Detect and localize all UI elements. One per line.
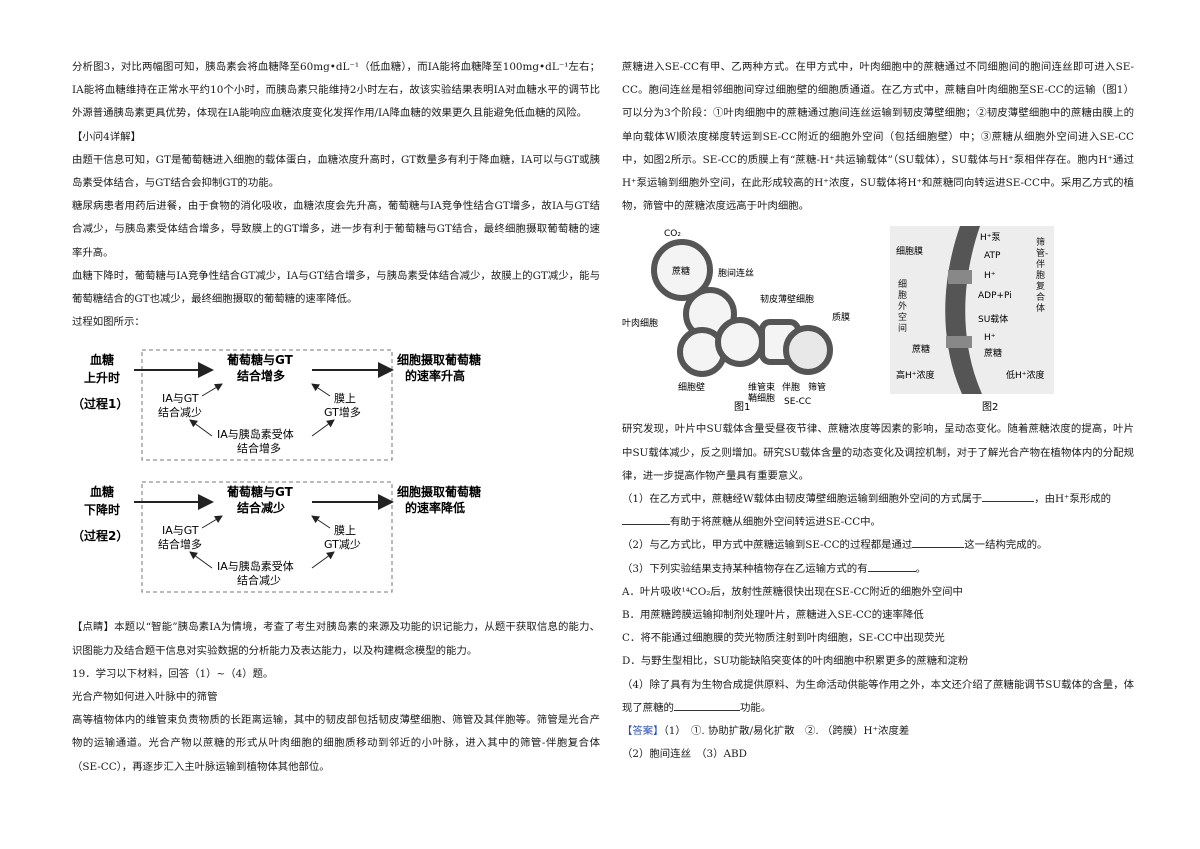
paragraph: 研究发现，叶片中SU载体含量受昼夜节律、蔗糖浓度等因素的影响，呈动态变化。随着蔗… [622,423,1134,482]
figures: CO₂ 蔗糖 胞间连丝 韧皮薄壁细胞 质膜 叶肉细胞 细胞壁 维管束 鞘细胞 伴… [622,224,1134,412]
process-svg: 血糖 上升时 （过程1） 葡萄糖与GT 结合增多 细胞摄取葡萄糖 的速率升高 I… [72,349,481,593]
fig1-membrane: 质膜 [832,311,850,323]
fig1-secc: SE-CC [784,397,811,407]
answer-label: 【答案】 [622,725,664,738]
answer-line-2: （2）胞间连丝 （3）ABD [622,748,748,761]
fig2-low: 低H⁺浓度 [1006,369,1045,381]
option-a: A．叶片吸收¹⁴CO₂后，放射性蔗糖很快出现在SE-CC附近的细胞外空间中 [622,585,963,598]
fig1-sucrose: 蔗糖 [672,265,690,277]
question-3: （3）下列实验结果支持某种植物存在乙运输方式的有。 [622,558,1134,581]
question-2: （2）与乙方式比，甲方式中蔗糖运输到SE-CC的过程都是通过这一结构完成的。 [622,534,1134,557]
fig1-companion: 伴胞 [782,381,800,393]
p2-mem2: GT减少 [324,538,361,551]
fig2-suc-r: 蔗糖 [984,347,1002,359]
figures-svg: CO₂ 蔗糖 胞间连丝 韧皮薄壁细胞 质膜 叶肉细胞 细胞壁 维管束 鞘细胞 伴… [622,226,1054,412]
paragraph: 【点睛】本题以“智能”胰岛素IA为情境，考查了考生对胰岛素的来源及功能的识记能力… [72,621,600,657]
p2-ia2: 结合增多 [158,537,202,551]
p1-box1b: 结合增多 [237,368,285,383]
fig1-co2: CO₂ [664,229,681,239]
option-b: B．用蔗糖跨膜运输抑制剂处理叶片，蔗糖进入SE-CC的速率降低 [622,609,924,622]
fig2-su: SU载体 [978,313,1008,325]
fig1-plasmo: 胞间连丝 [718,267,754,279]
option-d: D．与野生型相比，SU功能缺陷突变体的叶肉细胞中积累更多的蔗糖和淀粉 [622,655,969,668]
figure2: 细胞膜 H⁺泵 ATP H⁺ ADP+Pi SU载体 H⁺ 蔗糖 蔗糖 高H⁺浓… [890,226,1054,412]
answer-blank [982,489,1035,503]
paragraph: 分析图3，对比两幅图可知，胰岛素会将血糖降至60mg•dL⁻¹（低血糖），而IA… [72,61,600,120]
figure1: CO₂ 蔗糖 胞间连丝 韧皮薄壁细胞 质膜 叶肉细胞 细胞壁 维管束 鞘细胞 伴… [622,229,850,412]
fig2-adp: ADP+Pi [978,291,1012,301]
section-title: 【小问4详解】 [72,130,141,143]
answer-blank [673,698,740,711]
fig1-vascular2: 鞘细胞 [748,392,775,404]
fig1-phloem-par: 韧皮薄壁细胞 [760,293,814,305]
fig1-wall: 细胞壁 [678,381,705,393]
paragraph: 高等植物体内的维管束负责物质的长距离运输，其中的韧皮部包括韧皮薄壁细胞、筛管及其… [72,714,600,773]
question-4: （4）除了具有为生物合成提供原料、为生命活动供能等作用之外，本文还介绍了蔗糖能调… [622,678,1134,714]
p1-ia1: IA与GT [162,392,199,405]
fig2-membrane: 细胞膜 [896,245,923,257]
question-header: 19．学习以下材料，回答（1）~（4）题。 [72,667,274,680]
fig2-extra: 细胞外空间 [898,280,908,335]
paragraph: 蔗糖进入SE-CC有甲、乙两种方式。在甲方式中，叶肉细胞中的蔗糖通过不同细胞间的… [622,61,1134,213]
p2-res1: 细胞摄取葡萄糖 [397,484,481,499]
right-column: 蔗糖进入SE-CC有甲、乙两种方式。在甲方式中，叶肉细胞中的蔗糖通过不同细胞间的… [622,56,1134,766]
process-diagram: 血糖 上升时 （过程1） 葡萄糖与GT 结合增多 细胞摄取葡萄糖 的速率升高 I… [72,340,600,610]
p2-box1a: 葡萄糖与GT [226,484,294,499]
p2-side3: （过程2） [72,528,128,543]
fig1-sieve: 筛管 [808,381,826,393]
p1-box1a: 葡萄糖与GT [226,352,294,367]
fig2-pump: H⁺泵 [980,232,1001,243]
fig2-caption: 图2 [982,401,998,412]
fig2-suc-l: 蔗糖 [912,343,930,355]
p1-res1: 细胞摄取葡萄糖 [397,352,481,367]
p2-side1: 血糖 [90,484,114,499]
answer-blank [622,512,670,526]
p2-res2: 的速率降低 [405,500,465,515]
p2-side2: 下降时 [84,502,120,517]
p2-box1b: 结合减少 [237,500,285,515]
fig2-h2: H⁺ [984,333,996,343]
fig2-secc: 筛管-伴胞复合体 [1036,238,1049,315]
answer-line-1: 【答案】（1） ①. 协助扩散/易化扩散 ②. （跨膜）H⁺浓度差 [622,725,910,738]
question-1: （1）在乙方式中，蔗糖经W载体由韧皮薄壁细胞运输到细胞外空间的方式属于，由H⁺泵… [622,488,1134,534]
fig2-atp: ATP [984,251,1001,261]
fig2-high: 高H⁺浓度 [896,369,935,381]
p2-mem1: 膜上 [334,524,356,537]
process1-frame [141,349,393,461]
p2-ia1: IA与GT [162,524,199,537]
paragraph: 由题干信息可知，GT是葡萄糖进入细胞的载体蛋白，血糖浓度升高时，GT数量多有利于… [72,153,600,190]
p1-res2: 的速率升高 [405,368,465,383]
p2-rec2: 结合减少 [237,573,281,587]
left-column: 分析图3，对比两幅图可知，胰岛素会将血糖降至60mg•dL⁻¹（低血糖），而IA… [72,56,600,779]
paragraph: 血糖下降时，葡萄糖与IA竞争性结合GT减少，IA与GT结合增多，与胰岛素受体结合… [72,269,600,306]
process2-frame [141,481,393,593]
p1-side2: 上升时 [84,370,120,385]
p1-rec2: 结合增多 [237,441,281,455]
answer-blank [867,559,916,572]
fig1-vascular1: 维管束 [748,381,775,393]
answer-blank [912,535,965,549]
paragraph: 过程如图所示： [72,316,145,329]
fig1-caption: 图1 [734,401,750,412]
p1-ia2: 结合减少 [158,405,202,419]
p1-mem1: 膜上 [334,392,356,405]
fig2-h1: H⁺ [984,271,996,281]
p1-rec1: IA与胰岛素受体 [217,427,294,441]
p2-rec1: IA与胰岛素受体 [217,559,294,573]
option-c: C．将不能通过细胞膜的荧光物质注射到叶肉细胞，SE-CC中出现荧光 [622,632,945,645]
paragraph: 糖尿病患者用药后进餐，由于食物的消化吸收，血糖浓度会先升高，葡萄糖与IA竞争性结… [72,200,600,259]
fig1-mesophyll: 叶肉细胞 [622,317,658,329]
p1-mem2: GT增多 [324,405,361,419]
p1-side1: 血糖 [90,352,114,367]
article-title: 光合产物如何进入叶脉中的筛管 [72,691,218,704]
p1-side3: （过程1） [72,396,128,411]
